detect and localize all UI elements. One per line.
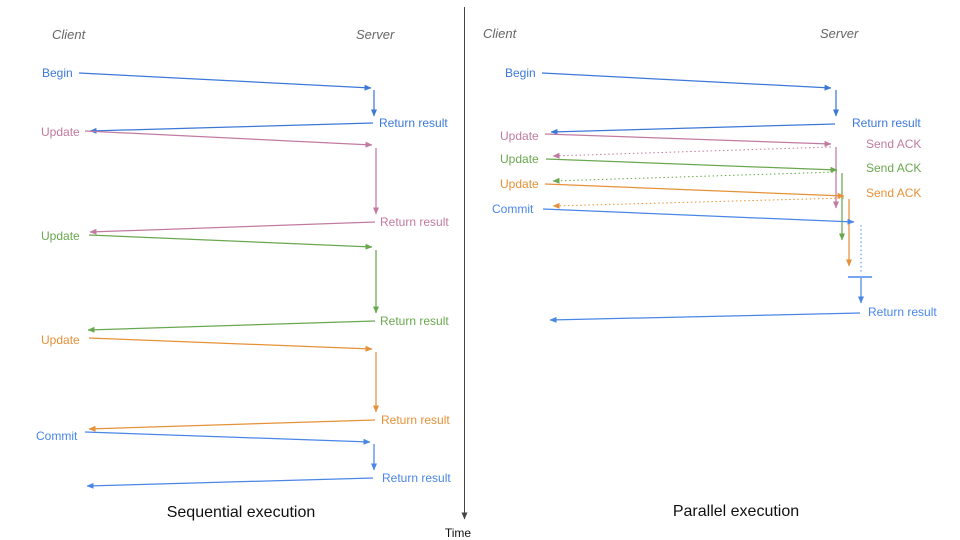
parallel-message-1-label: Update [500,129,539,143]
request-arrow [84,130,373,148]
response-arrow [89,221,376,235]
parallel-title: Parallel execution [673,503,799,520]
parallel-message-0-response-label: Return result [852,116,921,130]
request-arrow [84,431,371,445]
sequential-message-2-label: Update [41,229,80,243]
sequential-message-3-label: Update [41,333,80,347]
time-axis: Time [445,7,472,540]
time-axis-label: Time [445,526,472,540]
request-arrow [88,234,373,250]
response-arrow [552,146,832,159]
sequential-message-3-response-label: Return result [381,413,450,427]
response-arrow [550,123,836,135]
sequential-message-0-label: Begin [42,66,73,80]
request-arrow [544,183,845,199]
sequential-message-1-response-label: Return result [380,215,449,229]
request-arrow [544,133,832,147]
sequential-client-header: Client [52,27,87,42]
parallel-message-4-label: Commit [492,202,534,216]
parallel-message-3-label: Update [500,177,539,191]
sequential-message-1-label: Update [41,125,80,139]
sequential-server-header: Server [356,27,395,42]
parallel-message-2-label: Update [500,152,539,166]
request-arrow [541,72,832,91]
sequential-title: Sequential execution [167,504,316,521]
response-arrow [552,197,845,209]
parallel-server-header: Server [820,26,859,41]
parallel-message-0-label: Begin [505,66,536,80]
sequential-message-2-response-label: Return result [380,314,449,328]
parallel-message-1-response-label: Send ACK [866,137,921,151]
parallel-client-header: Client [483,26,518,41]
request-arrow [78,72,372,91]
response-arrow [552,171,838,184]
request-arrow [545,158,838,173]
request-arrow [88,337,373,352]
sequential-message-4-response-label: Return result [382,471,451,485]
response-arrow [89,122,374,134]
sequential-message-0-response-label: Return result [379,116,448,130]
response-arrow [88,419,376,432]
parallel-message-3-response-label: Send ACK [866,186,921,200]
response-arrow [86,477,374,489]
request-arrow [542,208,855,225]
parallel-message-2-response-label: Send ACK [866,161,921,175]
response-arrow [87,320,376,333]
parallel-message-4-response-label: Return result [868,305,937,319]
response-arrow [549,312,861,323]
sequential-message-4-label: Commit [36,429,78,443]
